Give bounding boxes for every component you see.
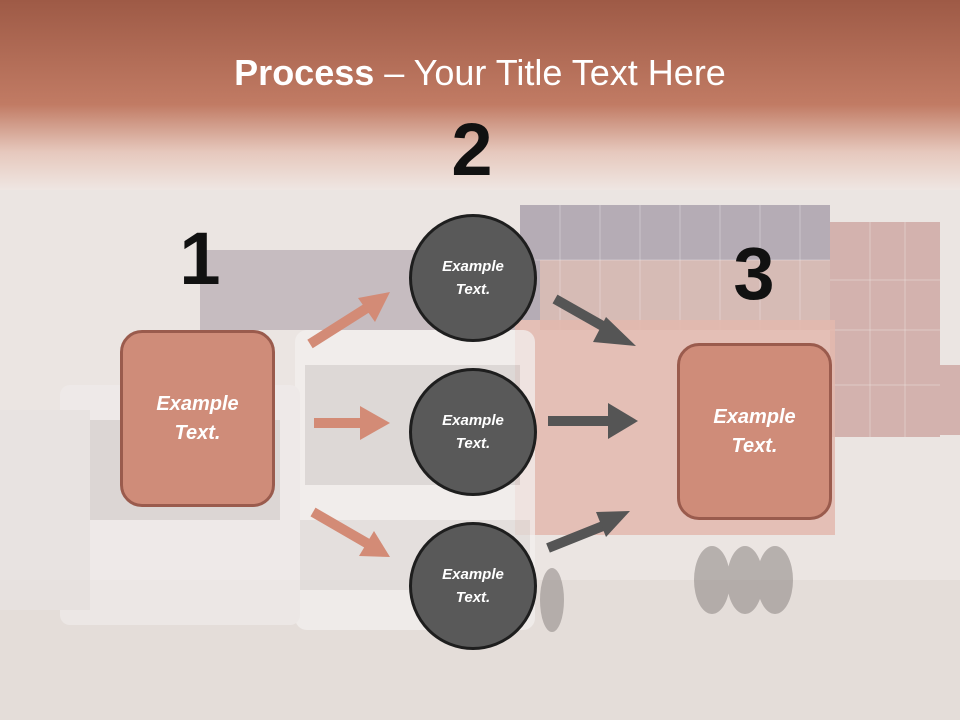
arrow-middle-to-right: [548, 403, 638, 439]
circle-middle-line2: Text.: [455, 435, 491, 452]
slide-title: Process – Your Title Text Here: [0, 52, 960, 94]
arrow-left-to-middle: [314, 406, 390, 440]
step-number-2: 2: [451, 108, 493, 191]
circle-bottom-line1: Example: [442, 566, 504, 583]
circle-top-line2: Text.: [455, 281, 491, 298]
process-circle-middle: Example Text.: [409, 368, 537, 496]
arrow-left-to-bottom: [310, 507, 390, 557]
step-number-3: 3: [733, 232, 775, 315]
left-box-line2: Text.: [174, 421, 221, 444]
left-text-box: Example Text.: [120, 330, 275, 507]
circle-bottom-line2: Text.: [455, 589, 491, 606]
arrow-top-to-right: [552, 294, 636, 346]
right-text-box: Example Text.: [677, 343, 832, 520]
left-box-line1: Example: [156, 392, 239, 415]
right-box-line2: Text.: [731, 434, 778, 457]
right-box-line1: Example: [713, 405, 796, 428]
process-circle-bottom: Example Text.: [409, 522, 537, 650]
circle-middle-line1: Example: [442, 412, 504, 429]
title-rest: – Your Title Text Here: [374, 52, 726, 93]
circle-top-line1: Example: [442, 258, 504, 275]
arrow-left-to-top: [307, 292, 390, 349]
step-number-1: 1: [179, 217, 221, 300]
arrow-bottom-to-right: [546, 511, 630, 553]
title-bold: Process: [234, 52, 375, 93]
process-circle-top: Example Text.: [409, 214, 537, 342]
